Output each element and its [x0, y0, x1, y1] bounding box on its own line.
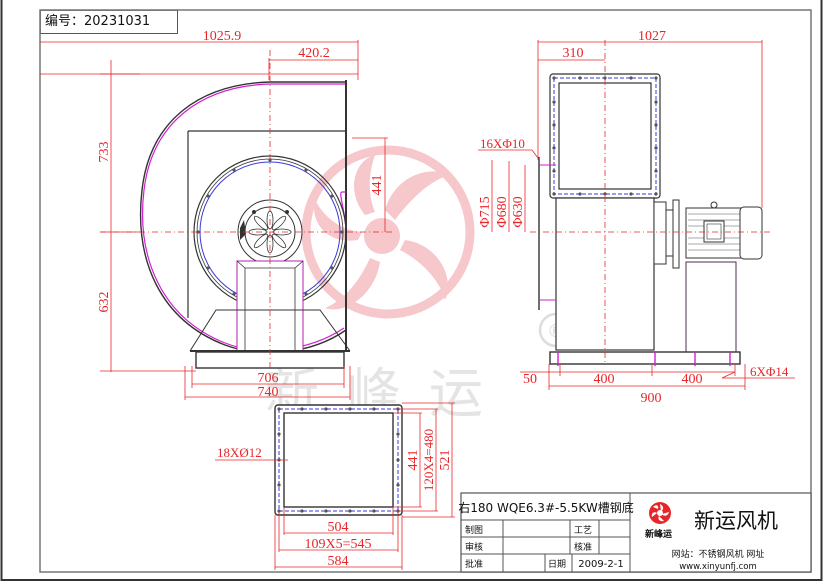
dim-flange-inner-height: 441 [406, 450, 421, 471]
date-value: 2009-2-1 [578, 559, 623, 570]
motor-stand-side [685, 261, 737, 353]
dim-base-total: 900 [641, 391, 662, 406]
dim-flange-inner-width: 504 [328, 520, 349, 535]
dim-flange-holes-18: 18XØ12 [217, 445, 262, 460]
dim-outlet-height: 441 [370, 175, 385, 196]
label-drawn-by: 制图 [465, 524, 483, 536]
dim-side-outlet-offset: 310 [563, 46, 584, 61]
dim-outlet-offset: 420.2 [298, 46, 330, 61]
dim-flange-bolt-height: 120X4=480 [421, 429, 436, 491]
dim-flange-outer-height: 521 [438, 450, 453, 471]
outlet-flange-dimensions [215, 402, 455, 570]
inner-frame [39, 9, 812, 573]
dim-base-holes: 6XΦ14 [750, 364, 789, 379]
dim-bottom-height: 632 [97, 292, 112, 313]
dim-top-height: 733 [97, 142, 112, 163]
dim-base-inner: 706 [258, 371, 279, 386]
dim-base-span-2: 400 [682, 372, 703, 387]
company-logo-icon [649, 502, 671, 524]
dim-base-outer: 740 [258, 385, 279, 400]
title-block [460, 492, 812, 573]
dim-base-span-1: 400 [594, 372, 615, 387]
drawing-number-header: 编号：20231031 [40, 10, 178, 34]
model-designation: 右180 WQE6.3#-5.5KW槽钢底 [458, 500, 633, 515]
dim-dia-630: Φ630 [511, 196, 526, 227]
drawing-number: 20231031 [84, 14, 151, 29]
side-base [549, 351, 741, 365]
dim-base-edge: 50 [523, 372, 537, 387]
website-label: 网站：不锈钢风机 网址 [672, 548, 765, 560]
watermark-logo [301, 145, 475, 319]
label-approved: 核准 [574, 541, 592, 553]
company-name: 新运风机 [694, 509, 778, 533]
motor-fan-cover [739, 206, 763, 260]
front-view [100, 50, 395, 369]
dim-flange-outer-width: 584 [328, 554, 349, 569]
dim-overall-width: 1025.9 [203, 29, 242, 44]
dim-dia-680: Φ680 [495, 196, 510, 227]
outlet-flange-view [274, 404, 403, 516]
coupling [653, 201, 667, 265]
label-authorized: 批准 [465, 558, 483, 570]
dim-dia-715: Φ715 [478, 196, 493, 227]
company-logo-text: 新峰运 [645, 528, 673, 540]
label-checked-by: 审核 [465, 541, 483, 553]
side-view-dimensions [478, 40, 795, 390]
dim-side-overall: 1027 [638, 29, 666, 44]
dim-flange-holes: 16XΦ10 [480, 136, 525, 151]
label-process: 工艺 [574, 525, 592, 536]
drawing-number-label: 编号： [45, 14, 85, 29]
side-view [530, 40, 770, 366]
dim-flange-bolt-width: 109X5=545 [304, 537, 371, 552]
label-date: 日期 [548, 559, 566, 570]
website-url: www.xinyunfj.com [679, 562, 757, 572]
front-view-dimensions [40, 40, 388, 400]
